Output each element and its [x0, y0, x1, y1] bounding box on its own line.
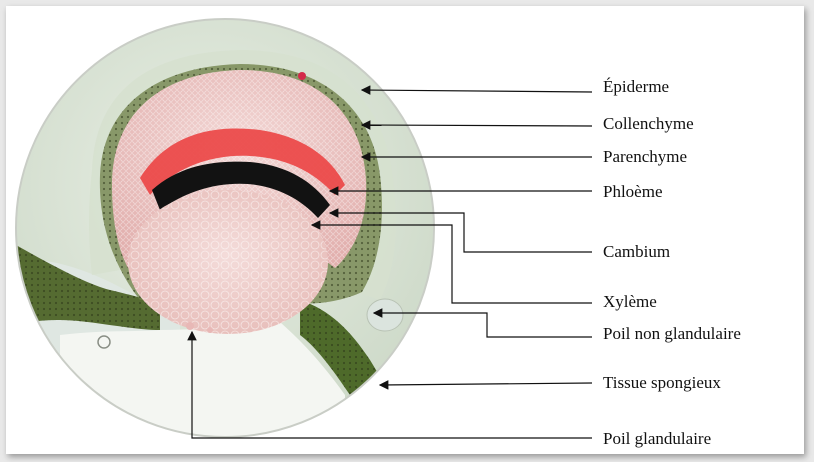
label-epiderme: Épiderme	[603, 77, 669, 97]
label-tissue-spongieux: Tissue spongieux	[603, 373, 721, 393]
leader-cambium	[330, 213, 592, 252]
label-phloeme: Phloème	[603, 182, 663, 202]
leader-collenchyme	[362, 125, 592, 126]
label-parenchyme: Parenchyme	[603, 147, 687, 167]
leader-xyleme	[312, 225, 592, 303]
leader-tissue-spongieux	[380, 383, 592, 385]
leader-epiderme	[362, 90, 592, 92]
label-collenchyme: Collenchyme	[603, 114, 694, 134]
figure-frame: Épiderme Collenchyme Parenchyme Phloème …	[6, 6, 804, 454]
label-xyleme: Xylème	[603, 292, 657, 312]
leader-poil-non-glandulaire	[374, 313, 592, 337]
label-poil-non-glandulaire: Poil non glandulaire	[603, 324, 741, 344]
label-poil-glandulaire: Poil glandulaire	[603, 429, 711, 449]
label-cambium: Cambium	[603, 242, 670, 262]
